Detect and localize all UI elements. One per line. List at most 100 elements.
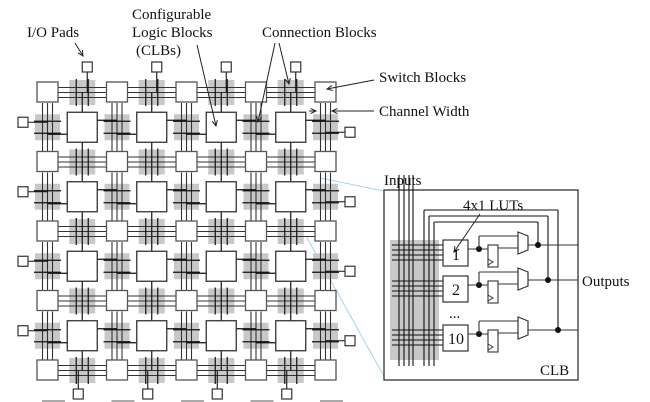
output-junction-dot xyxy=(545,277,551,283)
lut-10-label: 10 xyxy=(448,331,464,348)
clb xyxy=(66,320,98,352)
io-pads xyxy=(17,61,356,402)
switch-block xyxy=(314,150,337,173)
switch-block xyxy=(314,289,337,312)
label-luts: 4x1 LUTs xyxy=(463,198,523,214)
switch-block xyxy=(105,220,129,242)
label-channel-width: Channel Width xyxy=(379,104,470,120)
arrow-io-pads-head xyxy=(77,49,84,57)
switch-block xyxy=(36,359,59,381)
label-inputs: Inputs xyxy=(384,173,422,189)
io-pad-bottom xyxy=(281,388,293,400)
clb xyxy=(205,320,237,352)
clb xyxy=(275,181,307,213)
switch-block xyxy=(244,289,268,312)
clb xyxy=(205,181,237,213)
switch-block xyxy=(105,150,129,173)
output-junction-dot xyxy=(555,327,561,333)
switch-block xyxy=(314,81,337,103)
arrow-connection-block-1 xyxy=(257,42,276,123)
switch-block xyxy=(175,150,198,173)
flip-flop xyxy=(487,244,499,268)
lut-2-label: 2 xyxy=(452,282,460,299)
io-pad-left xyxy=(17,255,29,267)
switch-block xyxy=(105,81,129,103)
clb xyxy=(66,250,98,282)
switch-block xyxy=(36,81,59,103)
io-pad-bottom xyxy=(72,388,84,400)
io-pad-top xyxy=(220,61,232,73)
switch-block xyxy=(36,150,59,173)
arrow-channel-width-right-head xyxy=(330,107,338,115)
clb xyxy=(136,111,168,143)
arrow-channel-width-left-head xyxy=(310,107,318,115)
clock-triangle xyxy=(487,343,494,351)
lut-1 xyxy=(442,239,469,267)
arrow-connection-block-2 xyxy=(278,42,290,85)
label-outputs: Outputs xyxy=(582,274,630,290)
mux xyxy=(517,316,529,340)
arrow-clb xyxy=(196,44,217,127)
clb xyxy=(205,111,237,143)
arrow-switch-blocks-head xyxy=(325,85,333,92)
label-clb-line1: Configurable xyxy=(132,7,211,23)
output-junction-dot xyxy=(535,242,541,248)
switch-block xyxy=(244,220,268,242)
label-lut-ellipsis: ... xyxy=(449,306,460,322)
mux xyxy=(517,231,529,255)
switch-block xyxy=(36,289,59,312)
clb xyxy=(66,181,98,213)
switch-block xyxy=(105,289,129,312)
switch-block xyxy=(314,359,337,381)
switch-block xyxy=(244,150,268,173)
label-switch-blocks: Switch Blocks xyxy=(379,70,466,86)
arrow-clb-head xyxy=(211,120,218,128)
io-pad-top xyxy=(151,61,163,73)
mux xyxy=(517,267,529,291)
switch-block xyxy=(105,359,129,381)
io-pad-left xyxy=(17,116,29,128)
clb xyxy=(275,250,307,282)
switch-block xyxy=(175,289,198,312)
io-pad-left xyxy=(17,325,29,337)
arrow-switch-blocks xyxy=(326,79,375,90)
io-pad-right xyxy=(344,335,356,347)
clb-detail xyxy=(383,175,579,381)
clb xyxy=(136,320,168,352)
flip-flop xyxy=(487,280,499,304)
io-pad-bottom xyxy=(142,388,154,400)
switch-block xyxy=(244,81,268,103)
arrow-luts xyxy=(453,213,481,253)
io-pad-right xyxy=(344,265,356,277)
switch-blocks xyxy=(36,81,337,381)
annotation-arrows xyxy=(74,42,481,253)
lut-1-label: 1 xyxy=(452,247,460,264)
clb-grid xyxy=(66,111,307,352)
switch-block xyxy=(36,220,59,242)
input-crossbar-shading xyxy=(390,240,439,360)
clb xyxy=(136,181,168,213)
label-io-pads: I/O Pads xyxy=(27,25,79,41)
switch-block xyxy=(175,359,198,381)
switch-block xyxy=(244,359,268,381)
switch-block xyxy=(175,81,198,103)
io-pad-left xyxy=(17,186,29,198)
clb xyxy=(66,111,98,143)
arrow-connection-block-2-head xyxy=(284,78,291,86)
io-pad-bottom xyxy=(211,388,223,400)
clock-triangle xyxy=(487,258,494,266)
clb xyxy=(205,250,237,282)
clock-triangle xyxy=(487,294,494,302)
flip-flop xyxy=(487,329,499,353)
label-clb-line3: (CLBs) xyxy=(136,43,181,59)
io-pad-top xyxy=(290,61,302,73)
clb xyxy=(275,111,307,143)
switch-block xyxy=(314,220,337,242)
arrow-io-pads xyxy=(74,42,84,57)
label-connection-blocks: Connection Blocks xyxy=(262,25,377,41)
label-clb: CLB xyxy=(540,363,569,379)
io-pad-top xyxy=(81,61,93,73)
label-clb-line2: Logic Blocks xyxy=(132,25,213,41)
